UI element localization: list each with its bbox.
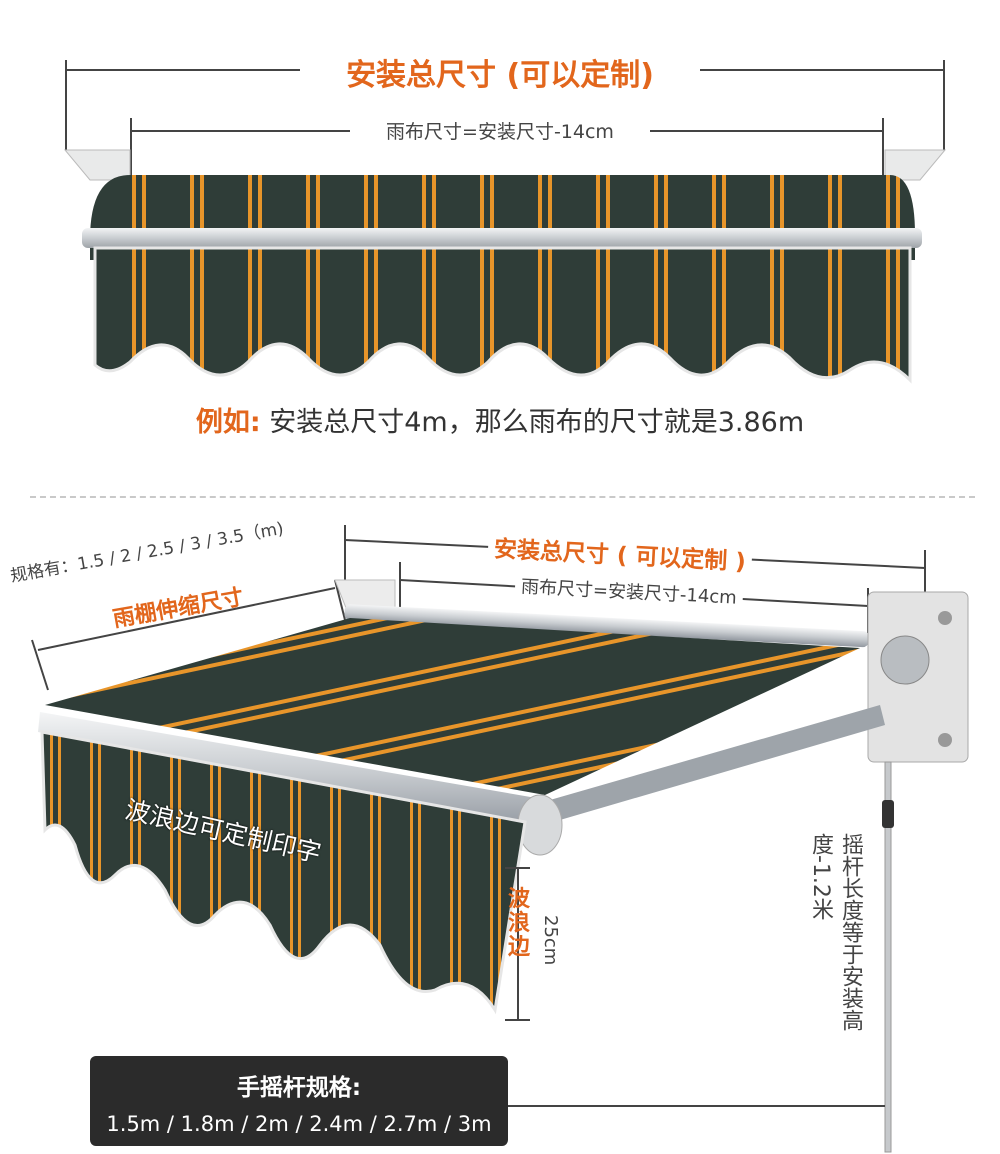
front-bar-b: [38, 712, 548, 830]
crank-handle-grip: [882, 800, 894, 828]
fabric-size-label: 雨布尺寸=安装尺寸-14cm: [350, 117, 650, 144]
wave-side-label: 波浪边: [508, 887, 531, 960]
extension-dimension-line: [37, 587, 336, 651]
install-total-label: 安装总尺寸 (可以定制): [300, 50, 700, 94]
gear-housing: [880, 635, 930, 685]
bracket-screw-1: [938, 611, 952, 625]
ext-tick-2: [334, 579, 346, 621]
fabric-tick-left: [130, 118, 132, 178]
crank-spec-sizes: 1.5m / 1.8m / 2m / 2.4m / 2.7m / 3m: [106, 1112, 492, 1136]
section-divider: [30, 496, 975, 498]
fabric-tick-right: [882, 118, 884, 178]
ext-tick-1: [31, 639, 49, 691]
example-prefix: 例如:: [195, 407, 261, 438]
front-bar: [82, 228, 922, 248]
crank-spec-box: 手摇杆规格: 1.5m / 1.8m / 2m / 2.4m / 2.7m / …: [90, 1056, 508, 1146]
right-bracket: [884, 149, 947, 181]
example-text: 安装总尺寸4m，那么雨布的尺寸就是3.86m: [269, 407, 805, 438]
crank-rod: [884, 761, 892, 1153]
awning-perspective-illustration: [31, 525, 969, 1153]
awning-front-illustration: [63, 149, 947, 384]
crank-spec-title: 手摇杆规格:: [236, 1075, 362, 1101]
crank-length-note: 摇杆长度等于安装高度-1.2米: [808, 833, 863, 1031]
left-bracket: [63, 149, 131, 181]
dimension-tick-right: [943, 60, 945, 150]
bracket-screw-2: [938, 733, 952, 747]
wave-height-label: 25cm: [540, 915, 561, 966]
dimension-tick-left: [65, 60, 67, 150]
folding-arm: [550, 705, 885, 820]
example-line: 例如: 安装总尺寸4m，那么雨布的尺寸就是3.86m: [0, 400, 1000, 439]
back-roll-bar: [344, 604, 869, 648]
wave-valance: [93, 246, 912, 384]
canopy-fabric: [45, 618, 860, 795]
wave-valance-b: [40, 730, 527, 1015]
